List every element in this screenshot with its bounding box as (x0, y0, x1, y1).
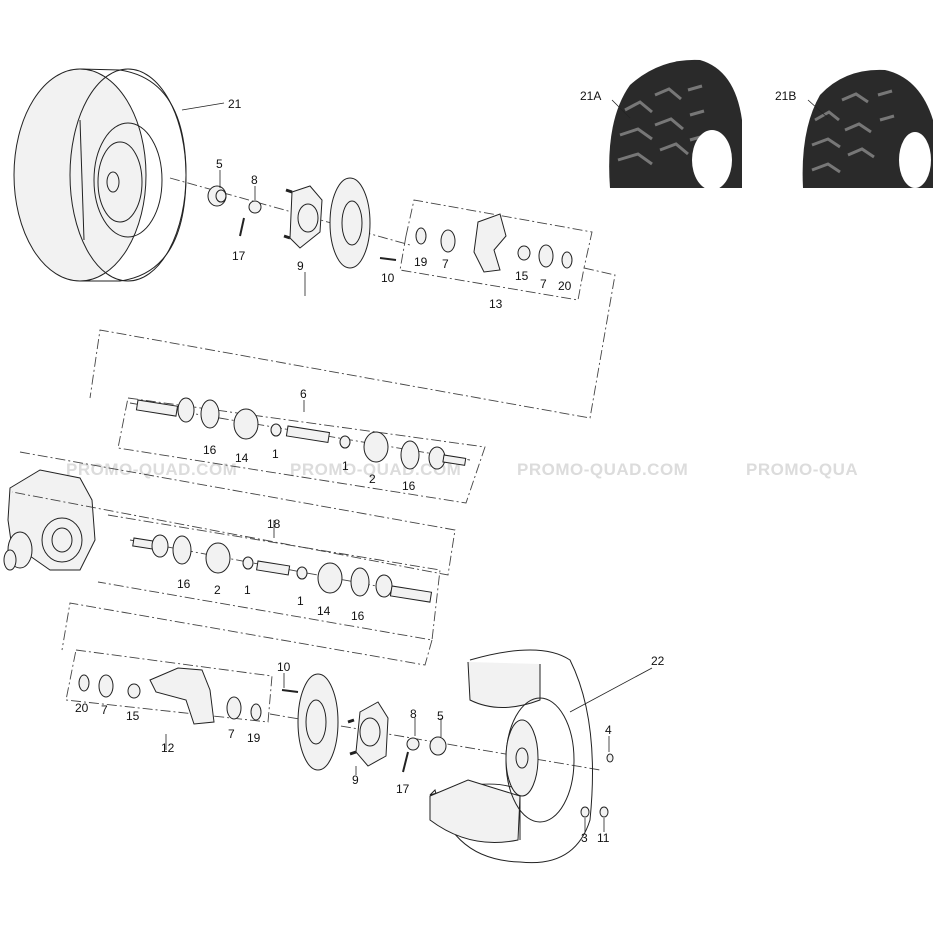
callout-21: 21 (228, 97, 242, 111)
callout-18: 18 (267, 517, 281, 531)
callout-14: 14 (235, 451, 249, 465)
callout-21b: 21B (775, 89, 796, 103)
callout-labels: 21 21A 21B 22 5 8 17 9 10 19 7 15 7 20 1… (75, 89, 796, 845)
watermark-text: PROMO-QUA (746, 460, 858, 479)
tire-tread-21b-image (802, 69, 933, 188)
callout-20: 20 (558, 279, 572, 293)
callout-14: 14 (317, 604, 331, 618)
callout-21a: 21A (580, 89, 601, 103)
callout-2: 2 (214, 583, 221, 597)
watermark-row: PROMO-QUAD.COM PROMO-QUAD.COM PROMO-QUAD… (66, 460, 858, 479)
callout-leader-lines (165, 99, 829, 832)
callout-2: 2 (369, 472, 376, 486)
callout-16: 16 (402, 479, 416, 493)
bottom-hub-assembly (65, 649, 601, 773)
callout-17: 17 (396, 782, 410, 796)
callout-17: 17 (232, 249, 246, 263)
callout-11: 11 (597, 831, 610, 845)
callout-1: 1 (342, 459, 349, 473)
callout-19: 19 (247, 731, 261, 745)
callout-20: 20 (75, 701, 89, 715)
callout-6: 6 (300, 387, 307, 401)
rear-tire-illustration (429, 649, 614, 864)
watermark-text: PROMO-QUAD.COM (290, 460, 461, 479)
callout-7: 7 (228, 727, 235, 741)
callout-9: 9 (297, 259, 304, 273)
callout-1: 1 (297, 594, 304, 608)
watermark-text: PROMO-QUAD.COM (517, 460, 688, 479)
callout-3: 3 (581, 831, 588, 845)
watermark-text: PROMO-QUAD.COM (66, 460, 237, 479)
callout-9: 9 (352, 773, 359, 787)
callout-4: 4 (605, 723, 612, 737)
callout-8: 8 (251, 173, 258, 187)
callout-1: 1 (272, 447, 279, 461)
drive-shaft-18 (97, 514, 441, 641)
callout-16: 16 (203, 443, 217, 457)
callout-7: 7 (101, 703, 108, 717)
drive-shaft-6 (117, 397, 486, 504)
callout-16: 16 (177, 577, 191, 591)
callout-5: 5 (437, 709, 444, 723)
callout-7: 7 (540, 277, 547, 291)
callout-10: 10 (277, 660, 291, 674)
callout-13: 13 (489, 297, 503, 311)
tire-tread-21a-image (609, 59, 742, 190)
callout-15: 15 (515, 269, 529, 283)
callout-8: 8 (410, 707, 417, 721)
callout-7: 7 (442, 257, 449, 271)
differential-housing (3, 451, 456, 576)
callout-1: 1 (244, 583, 251, 597)
front-tire-illustration (13, 68, 187, 282)
callout-10: 10 (381, 271, 395, 285)
callout-5: 5 (216, 157, 223, 171)
callout-12: 12 (161, 741, 175, 755)
callout-16: 16 (351, 609, 365, 623)
callout-15: 15 (126, 709, 140, 723)
top-hub-assembly (169, 177, 593, 301)
callout-22: 22 (651, 654, 665, 668)
callout-19: 19 (414, 255, 428, 269)
